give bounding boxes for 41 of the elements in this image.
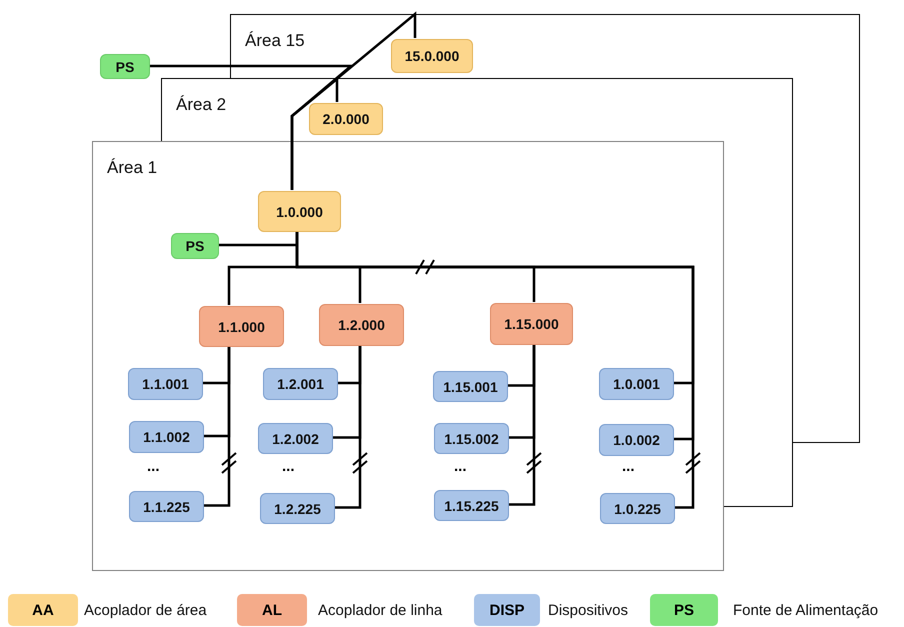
area-coupler-box: 15.0.000	[391, 39, 473, 73]
device-box: 1.15.225	[434, 490, 509, 521]
device-box: 1.2.002	[258, 423, 333, 454]
device-box: 1.2.001	[263, 368, 338, 400]
ellipsis: ...	[622, 458, 635, 475]
area-title: Área 15	[245, 31, 305, 51]
legend-key: AL	[262, 602, 282, 618]
line-coupler-box: 1.2.000	[319, 304, 404, 346]
ellipsis: ...	[147, 458, 160, 475]
device-box: 1.1.001	[128, 368, 203, 400]
legend-label: Acoplador de linha	[318, 602, 442, 619]
power-supply-box: PS	[100, 54, 150, 79]
line-coupler-box: 1.1.000	[199, 306, 284, 347]
device-box: 1.15.002	[434, 423, 509, 454]
connector-line	[334, 345, 362, 509]
area-coupler-box: 2.0.000	[309, 103, 383, 135]
device-box: 1.1.002	[129, 421, 204, 453]
device-box: 1.1.225	[129, 491, 204, 522]
legend-key: PS	[674, 602, 694, 618]
device-box: 1.0.225	[600, 493, 675, 524]
area-title: Área 1	[107, 158, 158, 178]
ellipsis: ...	[282, 458, 295, 475]
device-box: 1.0.001	[599, 368, 674, 400]
device-box: 1.0.002	[599, 424, 674, 456]
legend-key: DISP	[489, 602, 524, 618]
area-frame	[92, 141, 724, 571]
area-coupler-box: 1.0.000	[258, 191, 341, 232]
power-supply-box: PS	[171, 233, 219, 259]
ellipsis: ...	[454, 458, 467, 475]
area-frame	[230, 14, 860, 78]
device-box: 1.2.225	[260, 493, 335, 524]
device-box: 1.15.001	[433, 371, 508, 402]
legend-label: Dispositivos	[548, 602, 628, 619]
legend-label: Fonte de Alimentação	[733, 602, 878, 619]
connector-line	[203, 346, 230, 507]
connector-line	[150, 64, 354, 190]
connector-line	[508, 344, 536, 506]
area-title: Área 2	[176, 95, 226, 115]
line-coupler-box: 1.15.000	[490, 303, 573, 345]
legend-key: AA	[32, 602, 54, 618]
legend-label: Acoplador de área	[84, 602, 207, 619]
